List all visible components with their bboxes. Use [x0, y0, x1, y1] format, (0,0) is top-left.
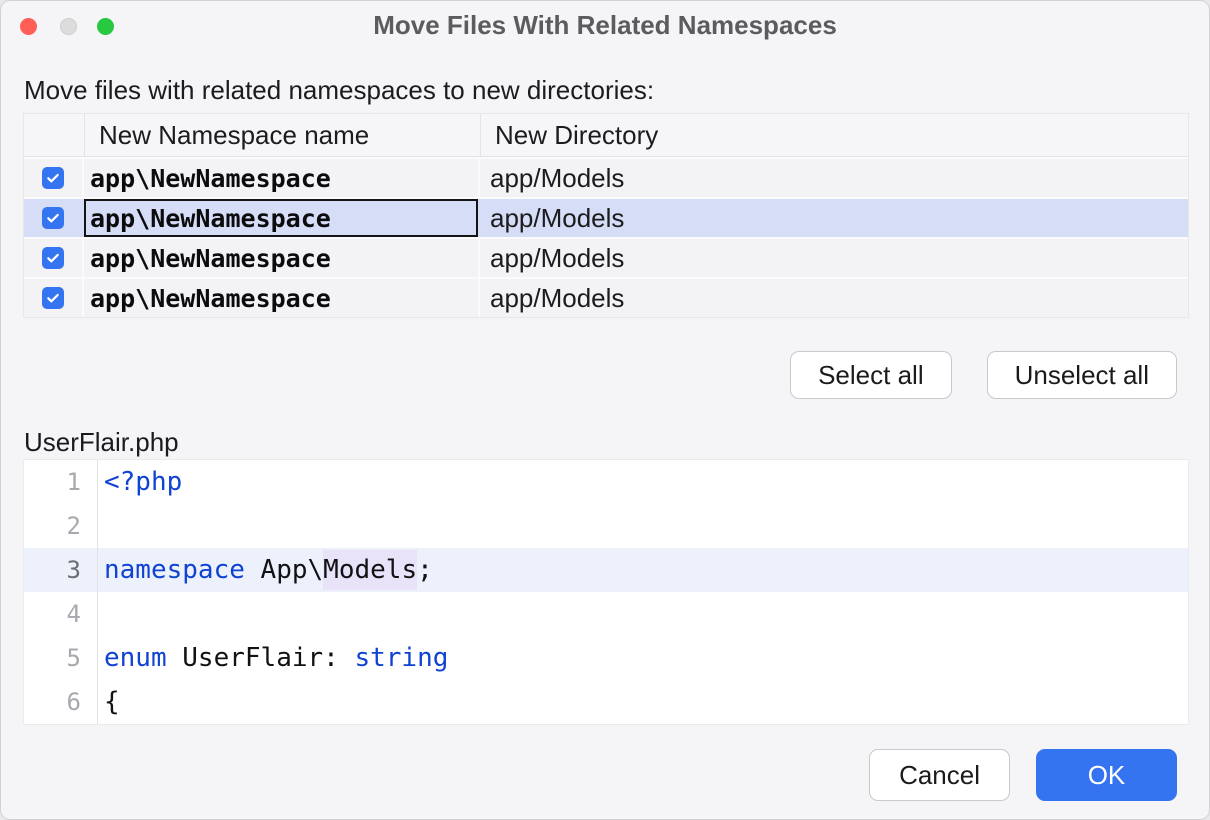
line-number: 6 [24, 680, 98, 724]
dialog-footer: Cancel OK [869, 749, 1177, 801]
zoom-window-button[interactable] [97, 18, 114, 35]
code-line-5: 5 enum UserFlair: string [24, 636, 1188, 680]
line-number: 4 [24, 592, 98, 636]
namespace-cell[interactable]: app\NewNamespace [84, 159, 480, 197]
close-window-button[interactable] [20, 18, 37, 35]
row-checkbox-cell[interactable] [24, 159, 84, 197]
line-number: 2 [24, 504, 98, 548]
header-checkbox-column [24, 114, 84, 156]
check-icon [47, 173, 59, 183]
directory-cell[interactable]: app/Models [480, 199, 1188, 237]
namespace-cell[interactable]: app\NewNamespace [84, 279, 480, 317]
check-icon [47, 213, 59, 223]
preview-filename: UserFlair.php [24, 427, 179, 457]
enum-name: UserFlair: [166, 643, 355, 673]
highlighted-token-models: Models [323, 550, 418, 590]
instruction-label: Move files with related namespaces to ne… [24, 75, 655, 105]
dialog-title: Move Files With Related Namespaces [373, 9, 837, 40]
directory-cell[interactable]: app/Models [490, 282, 625, 313]
row-checkbox-cell[interactable] [24, 239, 84, 277]
table-row-selected[interactable]: app\NewNamespace app/Models [24, 197, 1188, 237]
ok-button[interactable]: OK [1036, 749, 1177, 801]
code-line-4: 4 [24, 592, 1188, 636]
header-namespace-column: New Namespace name [84, 114, 480, 156]
title-bar: Move Files With Related Namespaces [1, 1, 1209, 49]
header-directory-column: New Directory [480, 114, 1188, 156]
table-row[interactable]: app\NewNamespace app/Models [24, 237, 1188, 277]
code-line-2: 2 [24, 504, 1188, 548]
selection-buttons: Select all Unselect all [790, 351, 1177, 399]
check-icon [47, 293, 59, 303]
select-all-button[interactable]: Select all [790, 351, 952, 399]
row-checkbox-checked[interactable] [42, 207, 64, 229]
row-checkbox-cell[interactable] [24, 279, 84, 317]
minimize-window-button[interactable] [60, 18, 77, 35]
cancel-button[interactable]: Cancel [869, 749, 1010, 801]
check-icon [47, 253, 59, 263]
semicolon: ; [417, 555, 433, 585]
row-checkbox-checked[interactable] [42, 167, 64, 189]
code-line-3-current: 3 namespace App\Models; [24, 548, 1188, 592]
row-checkbox-cell[interactable] [24, 199, 84, 237]
row-checkbox-checked[interactable] [42, 287, 64, 309]
open-brace: { [104, 687, 120, 717]
directory-cell[interactable]: app/Models [490, 242, 625, 273]
code-preview: 1 <?php 2 3 namespace App\Models; 4 5 en… [23, 459, 1189, 725]
namespace-cell-focused[interactable]: app\NewNamespace [84, 199, 480, 237]
unselect-all-button[interactable]: Unselect all [986, 351, 1177, 399]
directory-cell[interactable]: app/Models [490, 162, 625, 193]
namespaces-table[interactable]: New Namespace name New Directory app\New… [23, 113, 1189, 318]
php-open-tag: <?php [104, 467, 183, 497]
table-header-row: New Namespace name New Directory [24, 114, 1188, 157]
table-row[interactable]: app\NewNamespace app/Models [24, 277, 1188, 317]
line-number: 5 [24, 636, 98, 680]
line-number: 1 [24, 460, 98, 504]
keyword-string: string [354, 643, 449, 673]
keyword-namespace: namespace [104, 555, 245, 585]
namespace-cell[interactable]: app\NewNamespace [84, 239, 480, 277]
table-row[interactable]: app\NewNamespace app/Models [24, 157, 1188, 197]
code-line-1: 1 <?php [24, 460, 1188, 504]
keyword-enum: enum [104, 643, 167, 673]
code-line-6: 6 { [24, 680, 1188, 724]
namespace-path: App\ [244, 555, 324, 585]
line-number: 3 [24, 548, 98, 592]
row-checkbox-checked[interactable] [42, 247, 64, 269]
